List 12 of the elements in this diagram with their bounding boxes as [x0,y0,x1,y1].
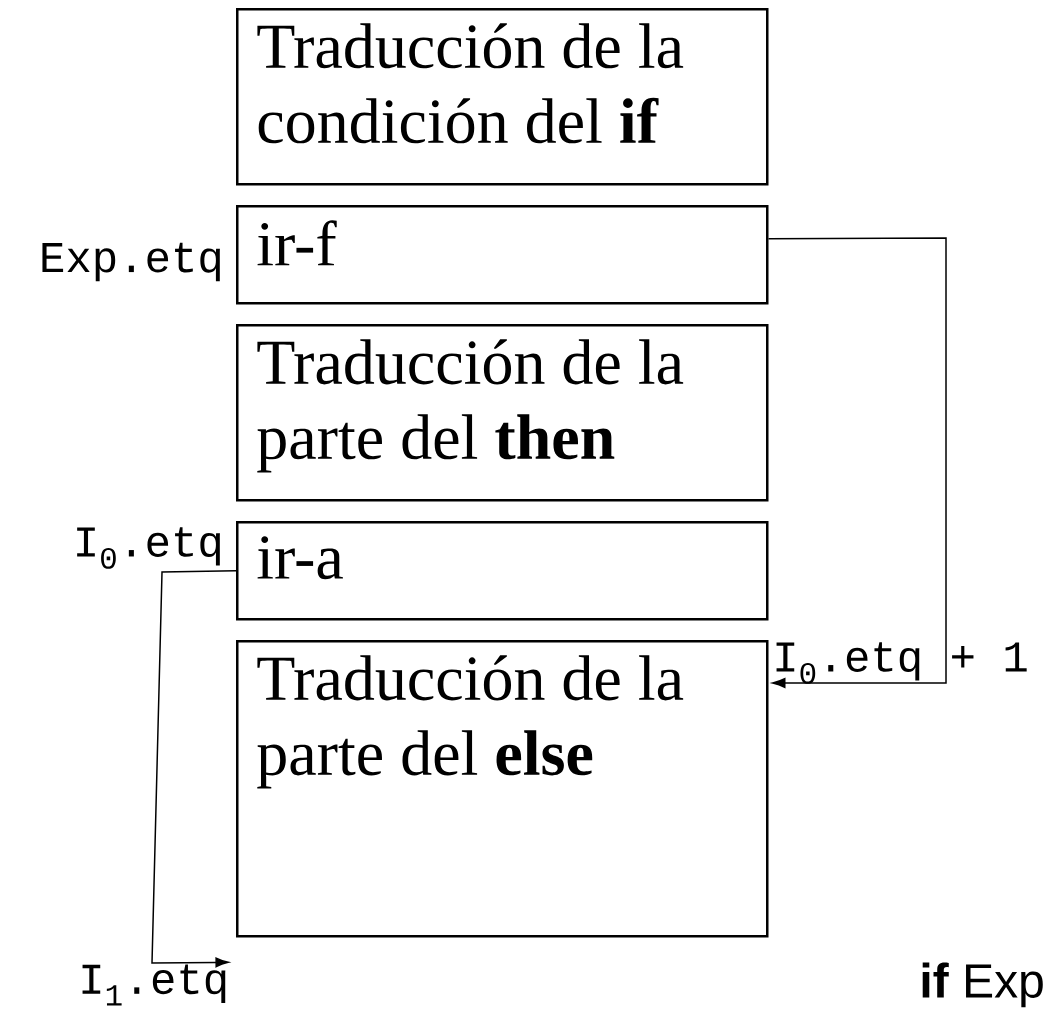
arrow [767,237,947,688]
label: if Exp [922,962,1043,1008]
label: I$_{1}$.etq [82,964,226,1006]
text-box: ir-a [236,521,769,621]
label: I$_{0}$.etq + 1 [776,642,1027,684]
text-box: ir-f [236,205,769,305]
text-box: Traducción de la condición del if [236,8,769,186]
label: Exp.etq [42,242,220,282]
text-box: Traducción de la parte del then [236,324,769,502]
arrow [151,570,237,968]
label: I$_{0}$.etq [77,527,220,569]
text-box: Traducción de la parte del else [236,640,769,938]
